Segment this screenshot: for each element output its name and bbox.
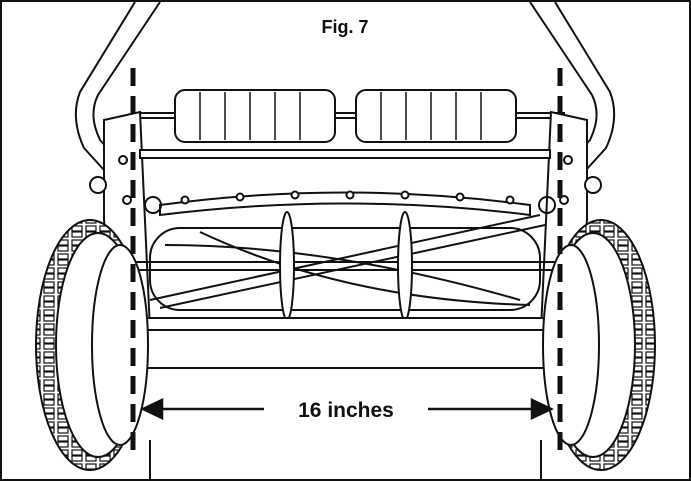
- right-wheel: [542, 219, 656, 471]
- measurement-arrows: [140, 398, 554, 420]
- handle: [74, 1, 616, 171]
- figure-label: Fig. 7: [321, 17, 368, 37]
- roller: [140, 89, 565, 143]
- measurement-label: 16 inches: [298, 399, 394, 422]
- bed-bar: [125, 317, 567, 369]
- cutter-plate: [159, 190, 531, 217]
- frame-legs: [149, 440, 542, 481]
- left-arrowhead: [140, 398, 164, 420]
- right-arrowhead: [530, 398, 554, 420]
- cross-bar: [139, 149, 551, 159]
- measurement-label-bg: [265, 394, 425, 428]
- cutting-reel: [135, 196, 556, 321]
- measurement-guides: [130, 68, 563, 460]
